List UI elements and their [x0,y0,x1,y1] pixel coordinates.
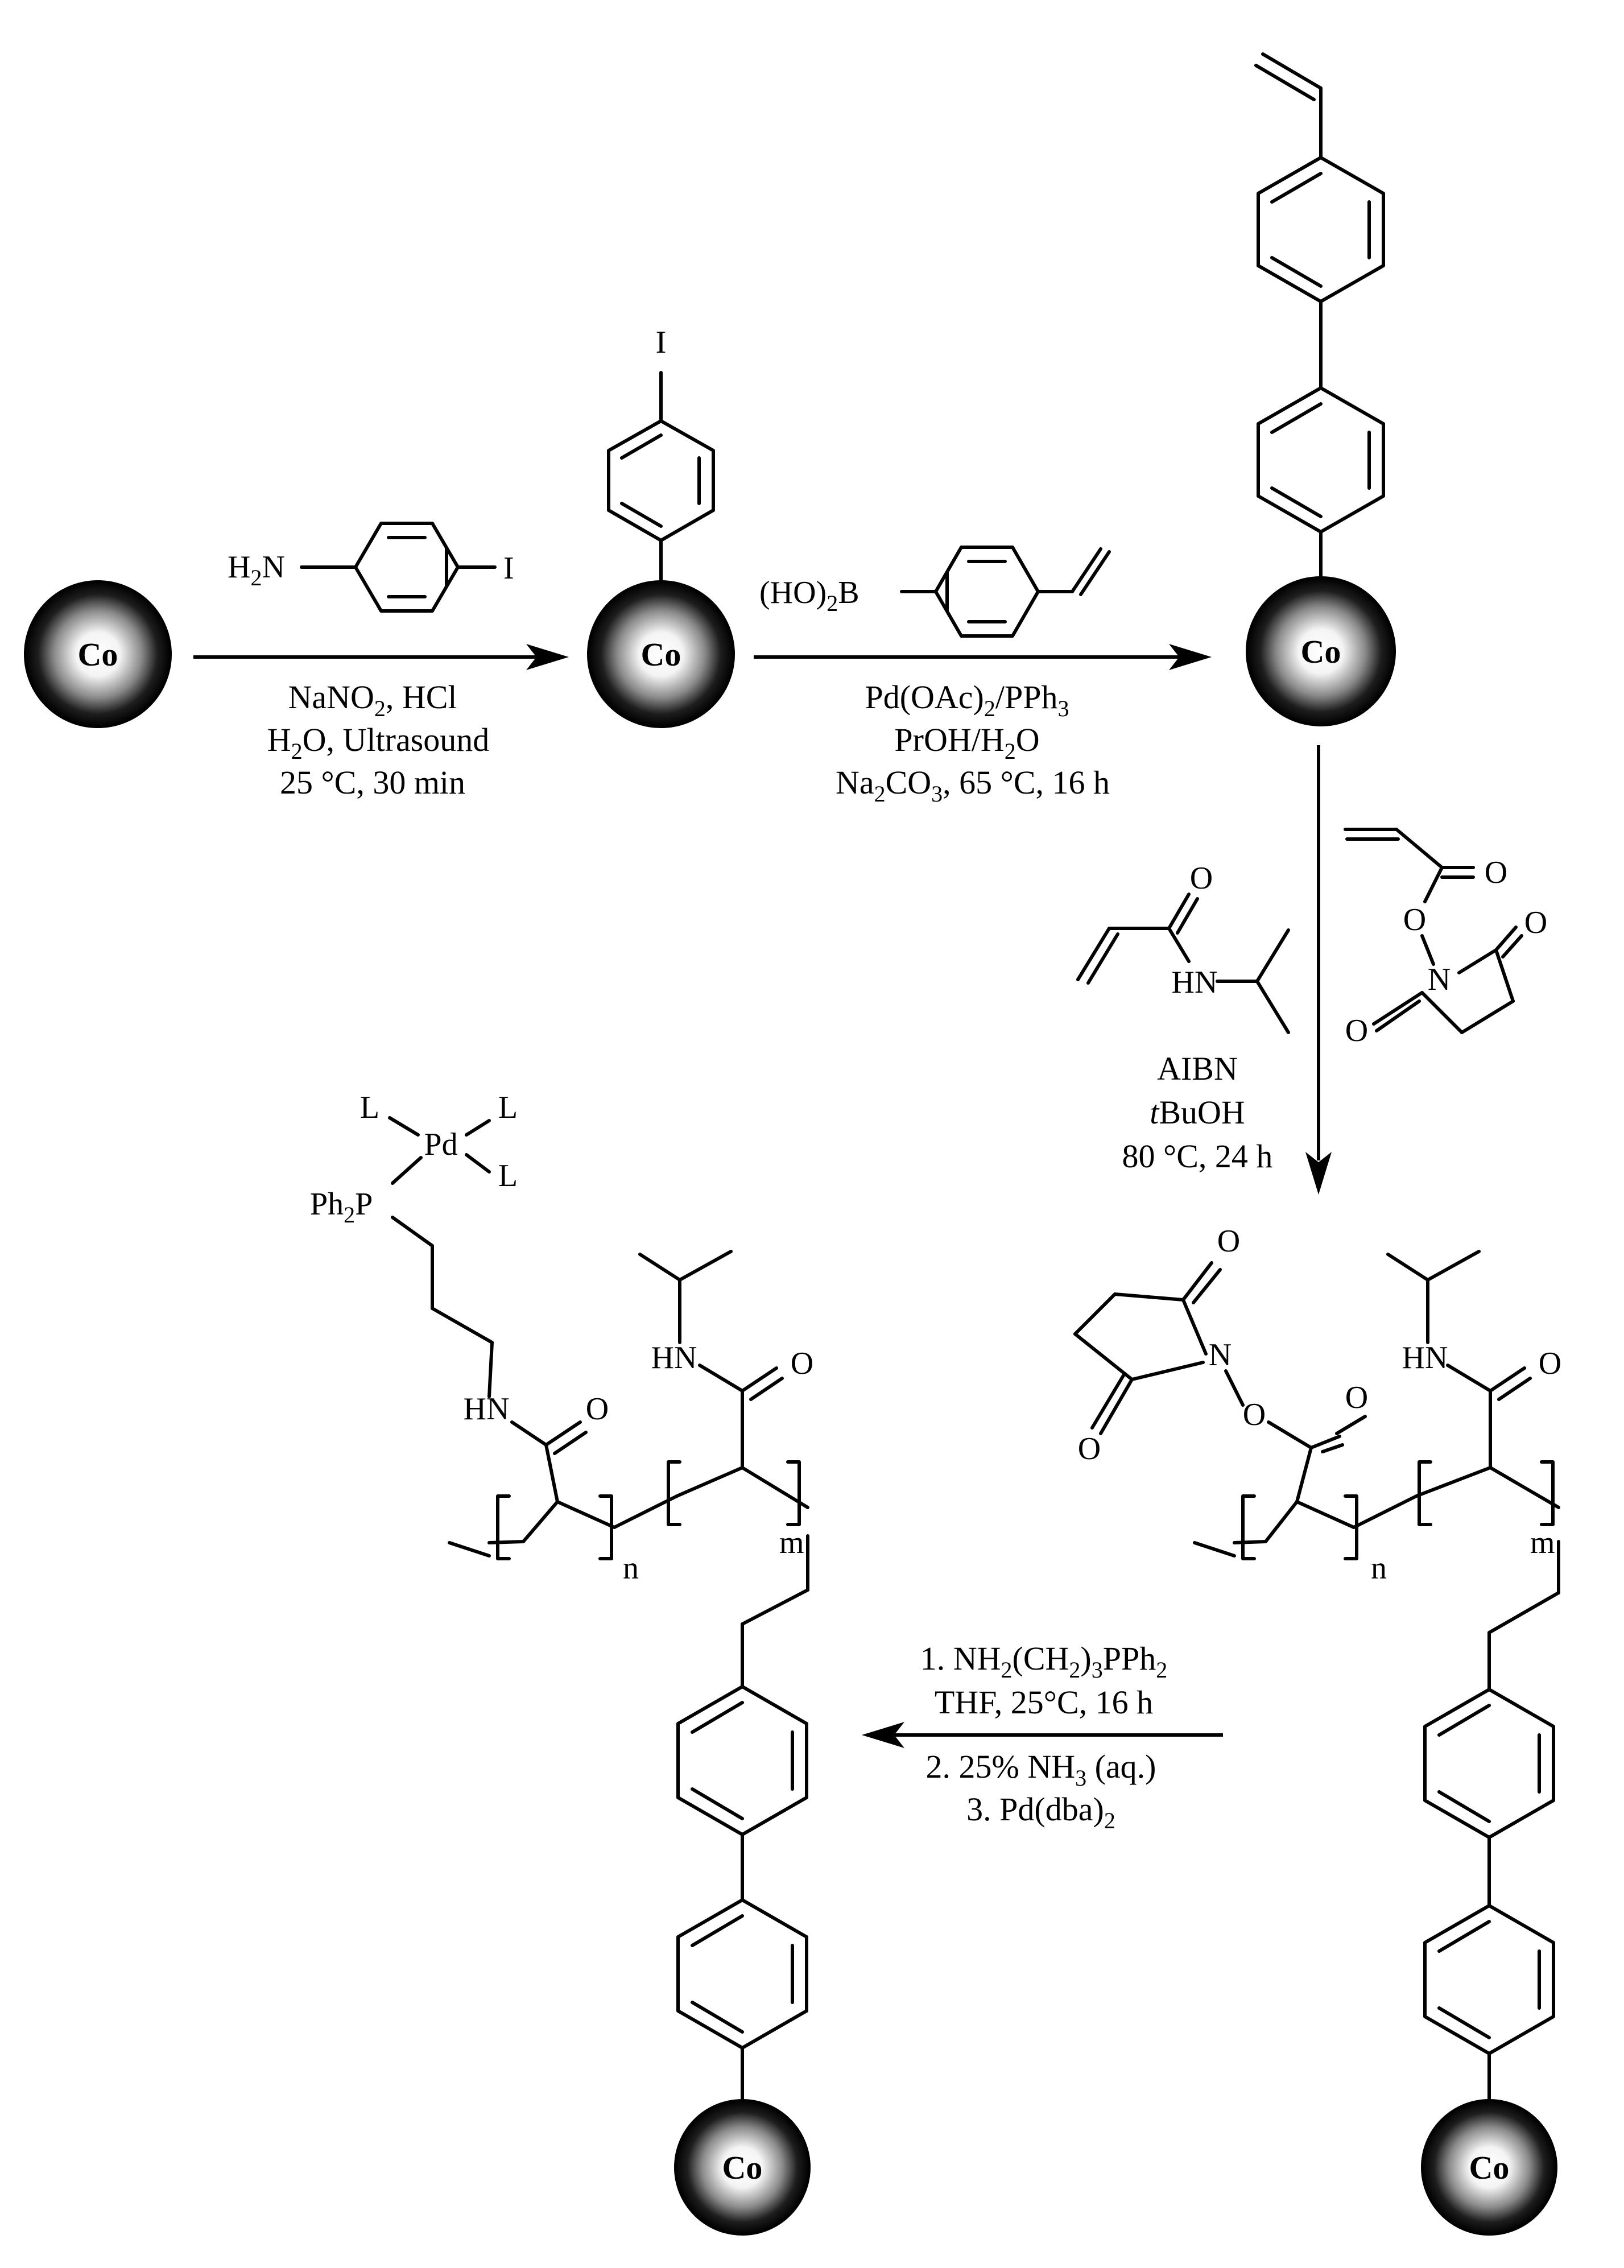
svg-text:O: O [1243,1397,1266,1432]
nhs-polymer-chain: n m O O N O O O HN [1073,1224,1561,1586]
step1-arrow [193,644,569,670]
co-label: Co [641,636,681,673]
svg-text:tBuOH: tBuOH [1150,1094,1245,1131]
svg-text:I: I [503,551,514,586]
step1-conditions: NaNO2, HCl H2O, Ultrasound 25 °C, 30 min [267,679,490,801]
step1-reagent-iodoaniline: H2N I [228,522,514,613]
svg-text:H2O, Ultrasound: H2O, Ultrasound [267,721,490,764]
svg-text:3. Pd(dba)2: 3. Pd(dba)2 [966,1791,1115,1833]
co-label: Co [722,2149,763,2186]
pd-polymer-chain: n m O HN Ph2P Pd L L L O HN [310,1090,813,1586]
co-label: Co [78,636,118,673]
svg-text:1. NH2(CH2)3PPh2: 1. NH2(CH2)3PPh2 [920,1640,1168,1683]
step4-conditions: 1. NH2(CH2)3PPh2 THF, 25°C, 16 h 2. 25% … [920,1640,1168,1833]
svg-text:25 °C, 30 min: 25 °C, 30 min [280,764,465,801]
svg-text:L: L [498,1158,518,1193]
svg-text:2. 25% NH3 (aq.): 2. 25% NH3 (aq.) [926,1748,1156,1791]
step3-conditions: AIBN tBuOH 80 °C, 24 h [1122,1050,1273,1175]
svg-text:O: O [1403,902,1426,937]
svg-text:HN: HN [1402,1340,1448,1375]
nhs-polymer-cobalt-particle: Co [1421,1540,1560,2236]
step3-arrow [1305,745,1332,1195]
svg-text:O: O [586,1391,609,1427]
svg-text:m: m [1530,1525,1555,1560]
svg-text:PrOH/H2O: PrOH/H2O [894,721,1039,764]
svg-text:O: O [1217,1224,1240,1259]
svg-text:HN: HN [464,1391,510,1427]
svg-text:Pd: Pd [424,1127,457,1162]
svg-text:AIBN: AIBN [1157,1050,1238,1087]
svg-text:L: L [360,1090,379,1125]
svg-text:H2N: H2N [228,550,285,590]
svg-text:L: L [498,1090,518,1125]
step3-reagent-nipam: O HN [1076,861,1290,1034]
svg-text:O: O [791,1346,813,1381]
co-label: Co [1469,2149,1510,2186]
step2-reagent-vinylphenylboronic-acid: (HO)2B [759,546,1111,638]
step4-arrow [862,1722,1223,1748]
svg-text:Na2CO3, 65 °C, 16 h: Na2CO3, 65 °C, 16 h [836,764,1110,807]
step2-arrow [754,644,1212,670]
svg-text:O: O [1190,861,1213,896]
co-label: Co [1301,633,1341,670]
svg-text:Pd(OAc)2/PPh3: Pd(OAc)2/PPh3 [865,679,1069,721]
cobalt-nanoparticle-start: Co [24,580,172,728]
step2-conditions: Pd(OAc)2/PPh3 PrOH/H2O Na2CO3, 65 °C, 16… [836,679,1110,807]
iodophenyl-cobalt-particle: Co I [587,325,735,728]
svg-text:O: O [1539,1346,1561,1381]
vinylbiphenyl-cobalt-particle: Co [1246,52,1396,726]
svg-text:HN: HN [1172,965,1218,1000]
svg-text:m: m [779,1525,804,1560]
svg-text:n: n [623,1551,639,1586]
svg-text:NaNO2, HCl: NaNO2, HCl [288,679,457,721]
svg-text:HN: HN [651,1340,697,1375]
svg-text:O: O [1345,1380,1368,1415]
svg-text:O: O [1524,905,1547,940]
svg-text:THF, 25°C, 16 h: THF, 25°C, 16 h [935,1684,1153,1721]
svg-text:N: N [1209,1337,1232,1373]
svg-text:(HO)2B: (HO)2B [759,575,859,616]
pd-polymer-cobalt-particle: Co [674,1534,811,2236]
step3-reagent-nhs-acrylate: O O N O O [1344,828,1547,1048]
svg-text:O: O [1345,1013,1368,1048]
svg-text:I: I [656,325,667,360]
svg-text:Ph2P: Ph2P [310,1187,373,1228]
svg-text:O: O [1485,855,1507,890]
svg-text:n: n [1371,1551,1387,1586]
svg-text:O: O [1078,1431,1101,1466]
svg-text:80 °C, 24 h: 80 °C, 24 h [1122,1138,1273,1175]
svg-text:N: N [1428,962,1451,997]
